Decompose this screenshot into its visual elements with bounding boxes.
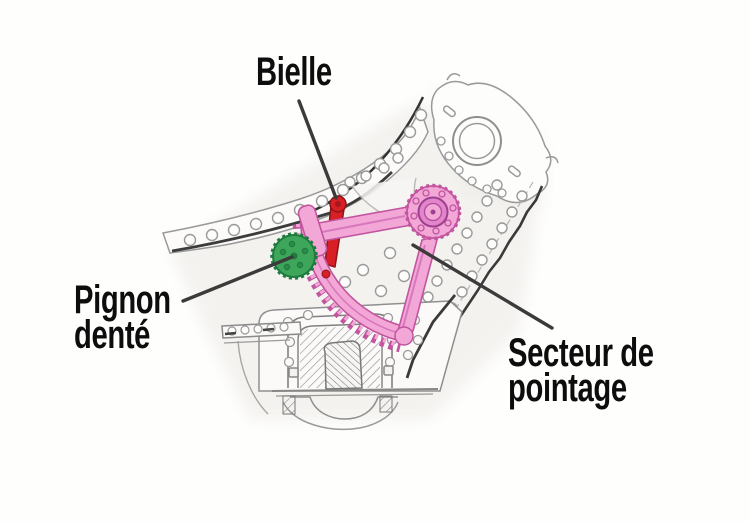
leader-line-secteur	[411, 243, 554, 330]
secteur-hub	[404, 183, 462, 241]
label-secteur-de-pointage: Secteur de pointage	[508, 331, 654, 410]
label-secteur-line1: Secteur de	[508, 331, 654, 375]
leader-line-bielle	[297, 99, 338, 200]
label-bielle-text: Bielle	[256, 50, 332, 94]
leader-line-pignon	[181, 255, 294, 303]
label-bielle: Bielle	[256, 50, 332, 94]
label-pignon-dente: Pignon denté	[74, 278, 171, 357]
left-stay-bar	[221, 321, 302, 415]
label-pignon-line1: Pignon	[74, 278, 171, 322]
ring-bracket	[430, 73, 559, 204]
label-secteur-line2: pointage	[508, 366, 627, 410]
beam-rivets	[183, 108, 428, 247]
pignon-dente-highlight	[270, 232, 318, 280]
frame-linework	[162, 73, 559, 431]
label-pignon-line2: denté	[74, 313, 151, 357]
index-pin	[321, 269, 331, 279]
leader-lines	[181, 99, 554, 330]
